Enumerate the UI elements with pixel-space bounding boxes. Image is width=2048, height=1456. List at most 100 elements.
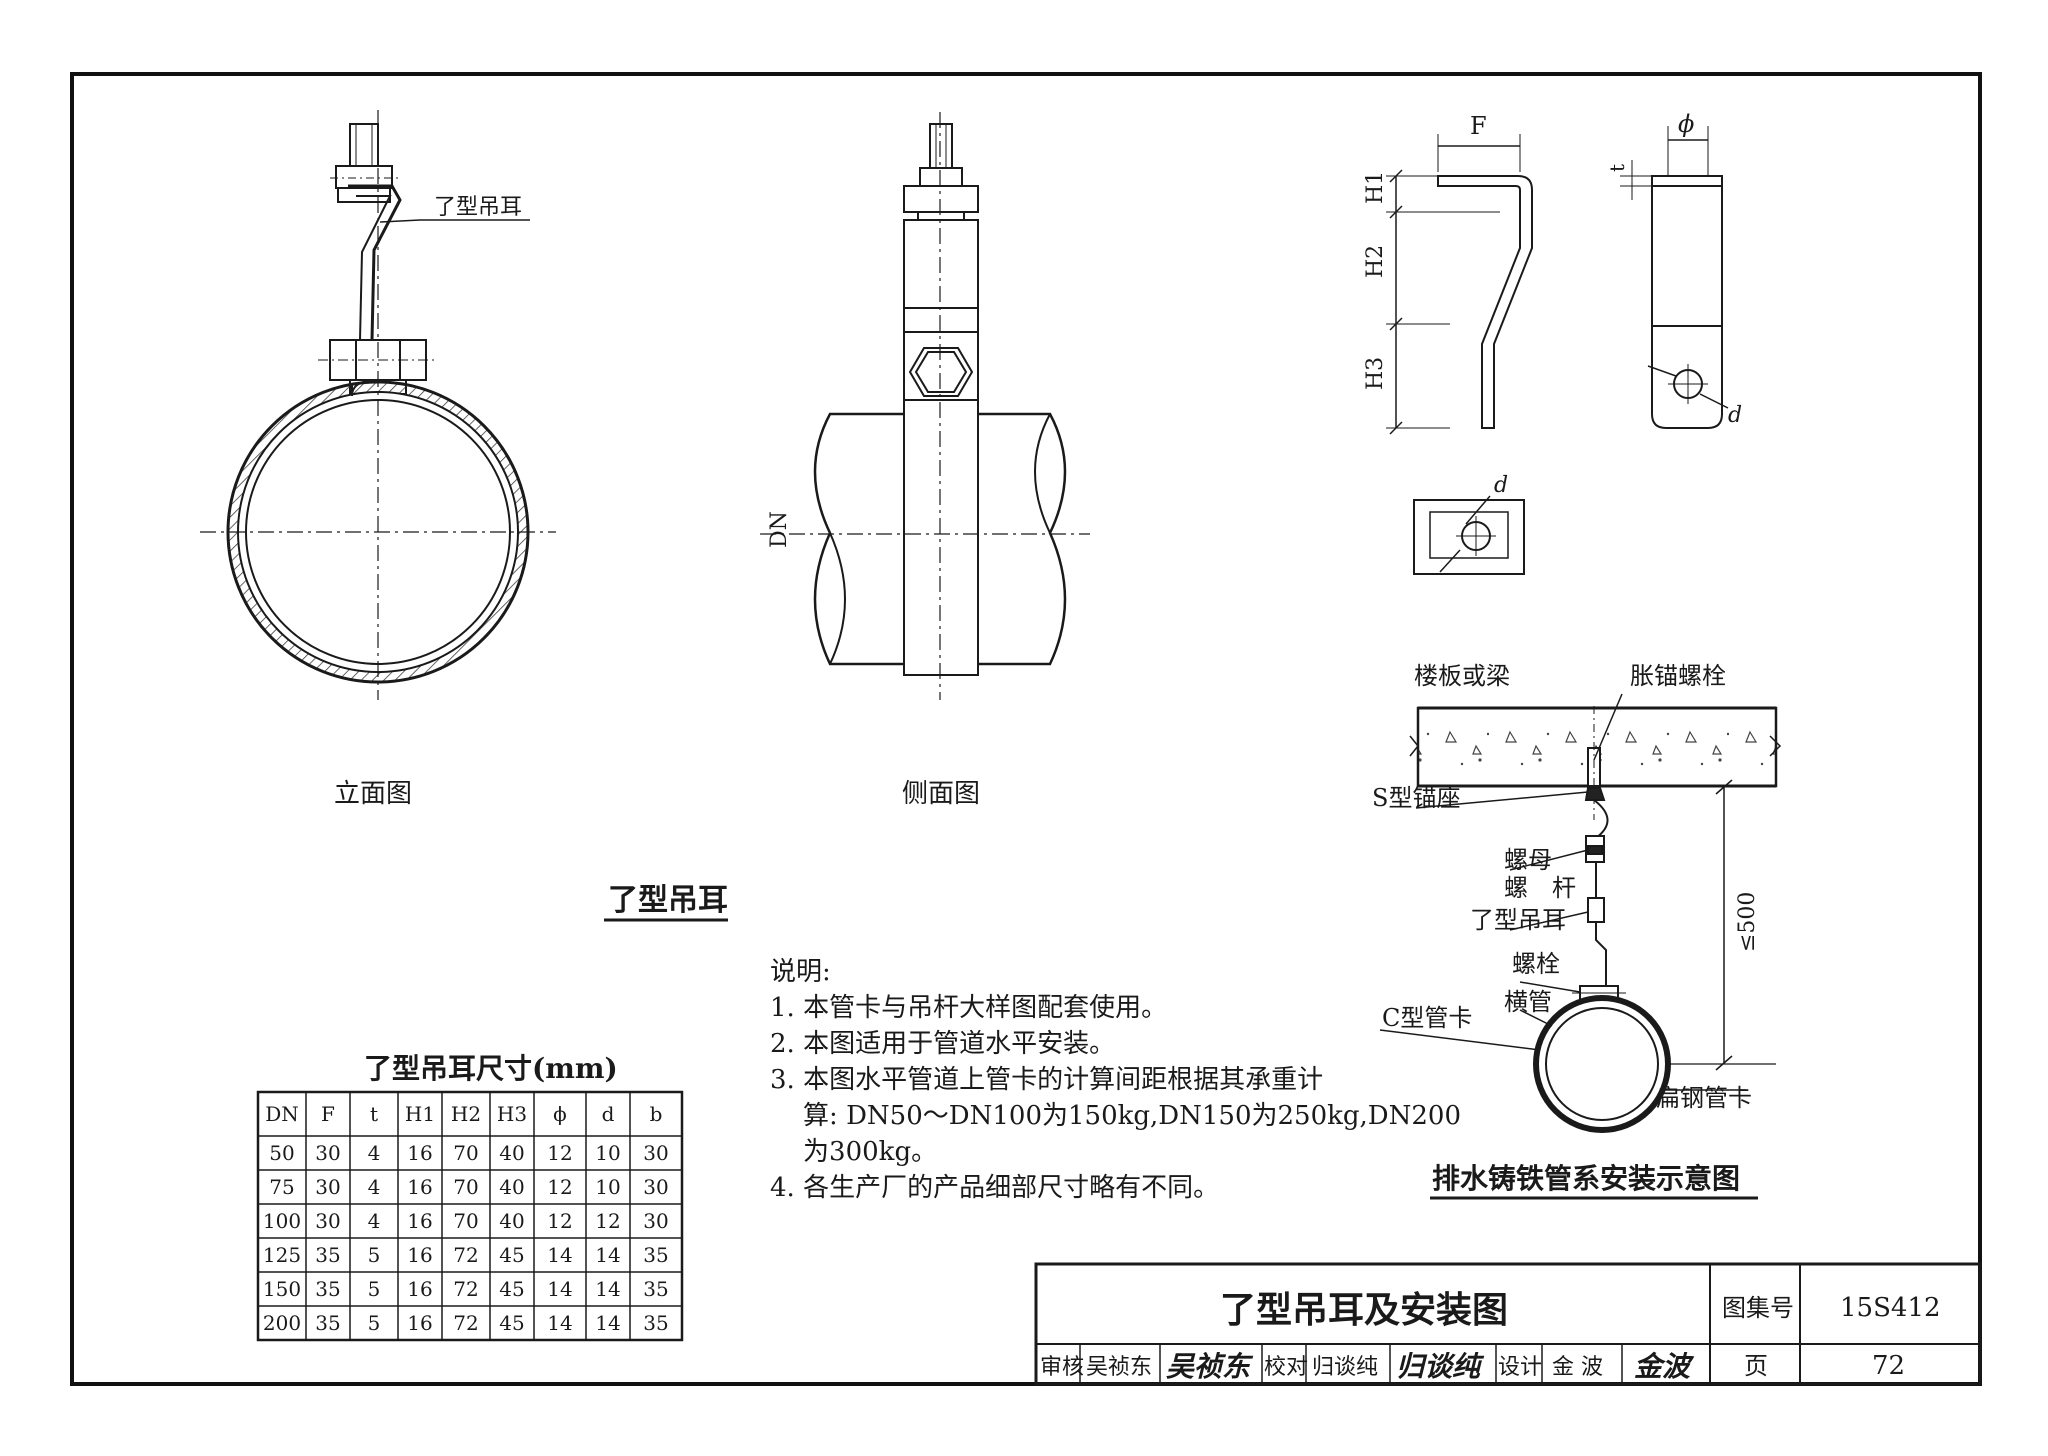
review-label: 审核 [1040, 1355, 1084, 1380]
table-cell: 70 [453, 1175, 478, 1199]
table-cell: 10 [595, 1141, 620, 1165]
table-cell: 5 [368, 1243, 381, 1267]
table-cell: 35 [315, 1311, 340, 1335]
table-header-cell: F [321, 1102, 335, 1126]
dim-label-h3: H3 [1363, 357, 1388, 390]
table-cell: 4 [368, 1209, 381, 1233]
table-header-cell: t [370, 1102, 378, 1126]
detail-profile [1386, 134, 1533, 435]
dim-label-t: t [1605, 164, 1629, 172]
design-label: 设计 [1498, 1355, 1542, 1380]
notes-block: 说明: 1. 本管卡与吊杆大样图配套使用。 2. 本图适用于管道水平安装。 3.… [770, 957, 1461, 1203]
notes-line-4: 算: DN50～DN100为150kg,DN150为250kg,DN200 [770, 1101, 1461, 1131]
notes-line-5: 为300kg。 [770, 1137, 937, 1167]
label-bolt: 螺栓 [1512, 950, 1560, 978]
table-header-cell: DN [265, 1102, 299, 1126]
page-number: 72 [1872, 1351, 1905, 1381]
reviewer-signature: 吴祯东 [1166, 1350, 1254, 1383]
notes-line-6: 4. 各生产厂的产品细部尺寸略有不同。 [770, 1173, 1219, 1203]
atlas-label: 图集号 [1722, 1294, 1794, 1322]
detail-plan [1413, 495, 1525, 575]
title-block [1034, 1262, 1982, 1386]
detail-front [1620, 126, 1729, 429]
table-cell: 4 [368, 1175, 381, 1199]
designer-signature: 金波 [1634, 1350, 1695, 1383]
table-cell: 35 [315, 1277, 340, 1301]
table-cell: 40 [499, 1209, 524, 1233]
table-cell: 35 [643, 1277, 668, 1301]
table-cell: 30 [643, 1209, 668, 1233]
table-cell: 14 [595, 1243, 620, 1267]
label-anchor-bolt: 胀锚螺栓 [1630, 662, 1726, 690]
install-title: 排水铸铁管系安装示意图 [1432, 1162, 1740, 1195]
checker-name: 归谈纯 [1312, 1355, 1378, 1380]
dim-label-h2: H2 [1363, 245, 1388, 278]
table-cell: 50 [269, 1141, 294, 1165]
dimension-table [256, 1090, 684, 1342]
table-cell: 35 [315, 1243, 340, 1267]
label-flat-clamp: 扁钢管卡 [1656, 1084, 1752, 1112]
table-cell: 45 [499, 1311, 524, 1335]
table-cell: 16 [407, 1175, 432, 1199]
table-cell: 14 [547, 1311, 572, 1335]
table-cell: 40 [499, 1175, 524, 1199]
notes-line-2: 2. 本图适用于管道水平安装。 [770, 1029, 1115, 1059]
elevation-view [200, 110, 556, 700]
table-cell: 14 [547, 1277, 572, 1301]
table-cell: 30 [643, 1175, 668, 1199]
label-s-seat: S型锚座 [1372, 784, 1460, 812]
table-cell: 30 [643, 1141, 668, 1165]
dim-label-d-plan: d [1494, 473, 1508, 498]
table-header-cell: ϕ [553, 1102, 567, 1126]
notes-line-3: 3. 本图水平管道上管卡的计算间距根据其承重计 [770, 1065, 1323, 1095]
label-pipe: 横管 [1504, 988, 1552, 1016]
table-cell: 16 [407, 1243, 432, 1267]
dim-label-d: d [1728, 403, 1742, 428]
table-cell: 12 [547, 1175, 572, 1199]
table-cell: 72 [453, 1277, 478, 1301]
table-cell: 35 [643, 1311, 668, 1335]
table-cell: 14 [595, 1311, 620, 1335]
dim-label-phi: ϕ [1678, 110, 1694, 138]
table-cell: 100 [263, 1209, 301, 1233]
table-cell: 16 [407, 1311, 432, 1335]
dim-label-f: F [1470, 112, 1487, 140]
part-heading: 了型吊耳 [608, 883, 728, 918]
table-cell: 16 [407, 1141, 432, 1165]
table-cell: 40 [499, 1141, 524, 1165]
checker-signature: 归谈纯 [1396, 1350, 1485, 1383]
view-title-elevation: 立面图 [334, 779, 412, 809]
title-block-title: 了型吊耳及安装图 [1220, 1290, 1508, 1331]
label-spacing: ≤500 [1735, 892, 1760, 952]
table-cell: 150 [263, 1277, 301, 1301]
dim-label-dn: DN [767, 511, 792, 548]
table-cell: 12 [547, 1209, 572, 1233]
side-view [760, 112, 1090, 700]
table-cell: 30 [315, 1141, 340, 1165]
table-cell: 30 [315, 1175, 340, 1199]
table-cell: 4 [368, 1141, 381, 1165]
table-cell: 10 [595, 1175, 620, 1199]
notes-line-1: 1. 本管卡与吊杆大样图配套使用。 [770, 993, 1167, 1023]
table-cell: 16 [407, 1277, 432, 1301]
label-rod: 螺 杆 [1504, 874, 1576, 902]
table-cell: 16 [407, 1209, 432, 1233]
table-cell: 5 [368, 1277, 381, 1301]
label-nut: 螺母 [1504, 846, 1552, 874]
table-cell: 125 [263, 1243, 301, 1267]
table-cell: 70 [453, 1141, 478, 1165]
table-header-cell: H3 [497, 1102, 527, 1126]
table-cell: 72 [453, 1243, 478, 1267]
table-cell: 75 [269, 1175, 294, 1199]
designer-name: 金 波 [1552, 1355, 1603, 1380]
reviewer-name: 吴祯东 [1086, 1355, 1152, 1380]
sheet-border [70, 72, 1982, 1386]
label-c-clamp: C型管卡 [1382, 1004, 1472, 1032]
view-title-side: 侧面图 [902, 779, 980, 809]
table-header-cell: H1 [405, 1102, 435, 1126]
table-header-cell: b [650, 1102, 663, 1126]
table-cell: 30 [315, 1209, 340, 1233]
label-slab: 楼板或梁 [1414, 662, 1510, 690]
